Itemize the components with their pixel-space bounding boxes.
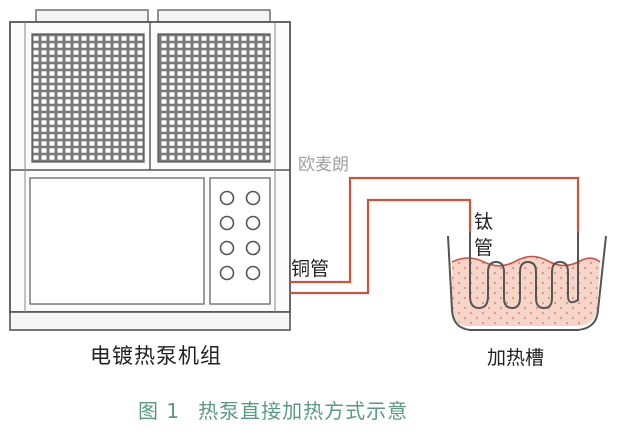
knob [219, 265, 235, 281]
fan-grille-right [157, 33, 271, 163]
control-knobs [219, 190, 261, 281]
caption-text: 热泵直接加热方式示意 [198, 399, 409, 423]
heat-pump-unit [9, 9, 291, 331]
tank-wall [447, 235, 607, 331]
knob [219, 215, 235, 231]
watermark: 欧麦朗 [298, 155, 349, 175]
heating-tank-label: 加热槽 [487, 347, 545, 369]
knob [245, 190, 261, 206]
unit-base [9, 311, 291, 331]
copper-pipe-label: 铜管 [291, 258, 330, 280]
pipe-outer [290, 176, 580, 284]
titanium-pipe-label-2: 管 [474, 237, 494, 259]
knob [245, 240, 261, 256]
titanium-coil [469, 232, 579, 310]
control-panel [209, 177, 271, 305]
knob [219, 240, 235, 256]
figure-number: 图 1 [138, 399, 181, 423]
titanium-pipe-label-1: 钛 [474, 211, 494, 233]
heating-tank [447, 232, 607, 331]
fan-grille-left [31, 33, 145, 163]
heat-pump-unit-label: 电镀热泵机组 [90, 344, 222, 368]
unit-top-cap-left [35, 9, 149, 23]
copper-pipes [290, 176, 580, 295]
knob [245, 215, 261, 231]
knob [219, 190, 235, 206]
unit-top-cap-right [157, 9, 271, 23]
pipe-inner [290, 198, 472, 295]
lower-panel [29, 177, 205, 305]
figure-caption: 图 1 热泵直接加热方式示意 [138, 395, 408, 424]
knob [245, 265, 261, 281]
fluid-surface [451, 255, 601, 267]
